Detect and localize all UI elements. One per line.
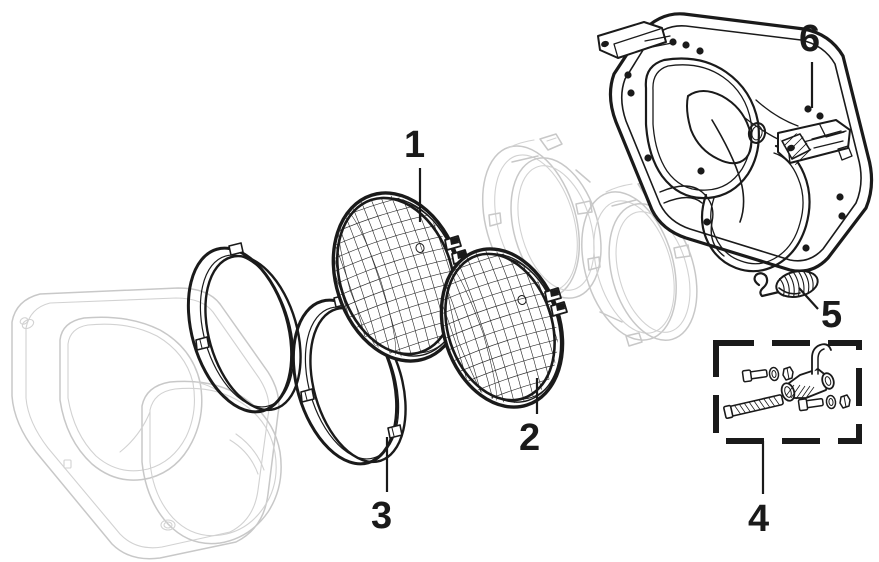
callout-2-number: 2 xyxy=(519,417,539,459)
callout-5-leader xyxy=(798,287,819,310)
kit-item-adjuster-screw-long xyxy=(723,394,784,420)
callout-6-number: 6 xyxy=(799,18,819,60)
part-headlamp-mounting-panel xyxy=(597,12,874,273)
callout-4-number: 4 xyxy=(748,498,769,540)
kit-item-bolt-short-upper xyxy=(741,369,768,383)
kit-item-bolt-short-lower xyxy=(797,397,824,412)
kit-item-aiming-bracket xyxy=(780,343,835,402)
callout-1-number: 1 xyxy=(404,124,425,166)
callout-group: 1 2 3 4 5 6 xyxy=(371,18,843,540)
part-headlamp-retaining-ring-rear xyxy=(186,242,302,414)
callout-5-number: 5 xyxy=(821,294,842,336)
part-aiming-hardware-kit xyxy=(713,340,862,444)
part-headlamp-retaining-spring xyxy=(753,270,819,298)
kit-box-outline xyxy=(713,340,862,444)
part-sealed-beam-headlamp-inner xyxy=(423,245,575,414)
part-headlamp-bezel-trim xyxy=(11,287,282,560)
callout-3-number: 3 xyxy=(371,495,391,537)
